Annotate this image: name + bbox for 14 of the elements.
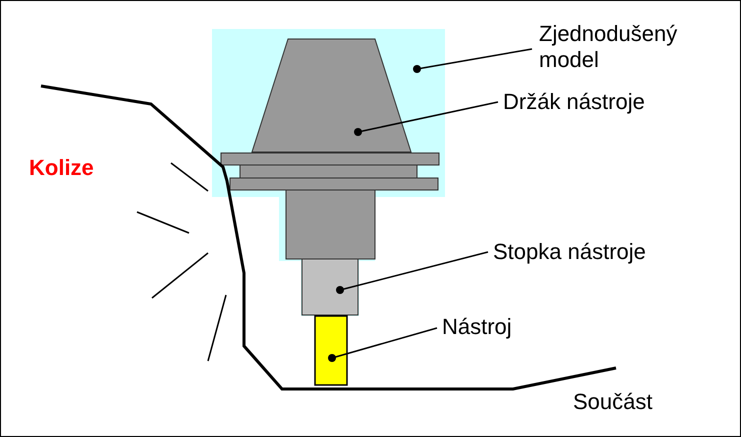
part-label: Stopka nástroje — [493, 239, 703, 265]
leader-line — [413, 48, 532, 73]
simplified-model-envelope — [212, 29, 445, 316]
part-label: Zjednodušený model — [539, 21, 699, 73]
collision-label: Kolize — [29, 155, 94, 181]
cutting-tool — [314, 315, 348, 386]
tool-shank — [302, 258, 358, 316]
tool-holder-drawing — [220, 38, 440, 260]
leader-line — [336, 251, 488, 294]
part-label: Součást — [573, 389, 652, 415]
leader-line — [354, 101, 498, 136]
part-label: Držák nástroje — [503, 89, 703, 115]
part-label: Nástroj — [442, 314, 562, 340]
leader-line — [328, 327, 438, 362]
